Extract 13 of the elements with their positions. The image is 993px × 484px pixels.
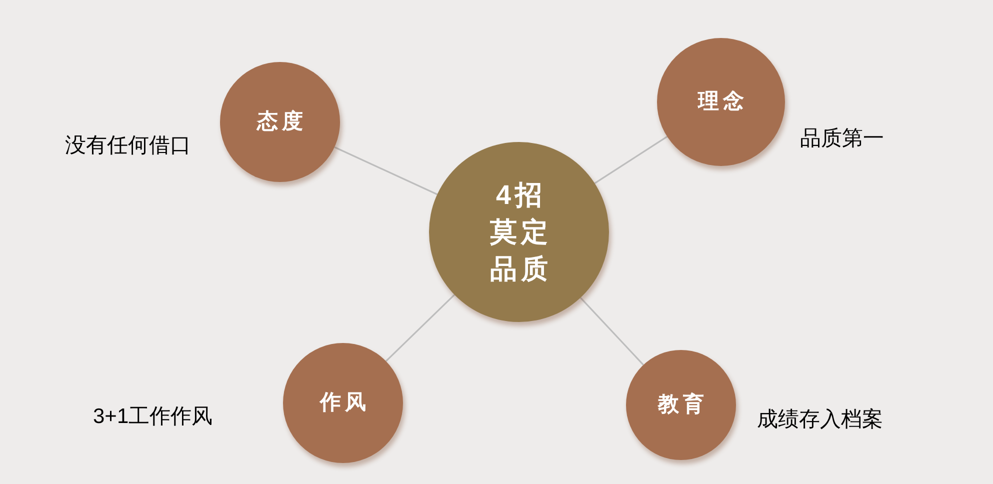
connector-line [580,297,644,366]
topic-label: 态度 [256,109,307,135]
topic-caption: 品质第一 [800,126,884,152]
connector-line [334,146,438,196]
topic-caption: 成绩存入档案 [757,407,883,433]
topic-label: 教育 [656,392,708,418]
topic-caption: 3+1工作作风 [93,404,213,430]
topic-label: 理念 [696,89,748,115]
topic-caption: 没有任何借口 [65,133,191,159]
connector-line [594,136,668,184]
connector-line [385,294,456,362]
topic-label: 作风 [318,390,370,416]
topic-label: 4招莫定品质 [489,178,553,286]
